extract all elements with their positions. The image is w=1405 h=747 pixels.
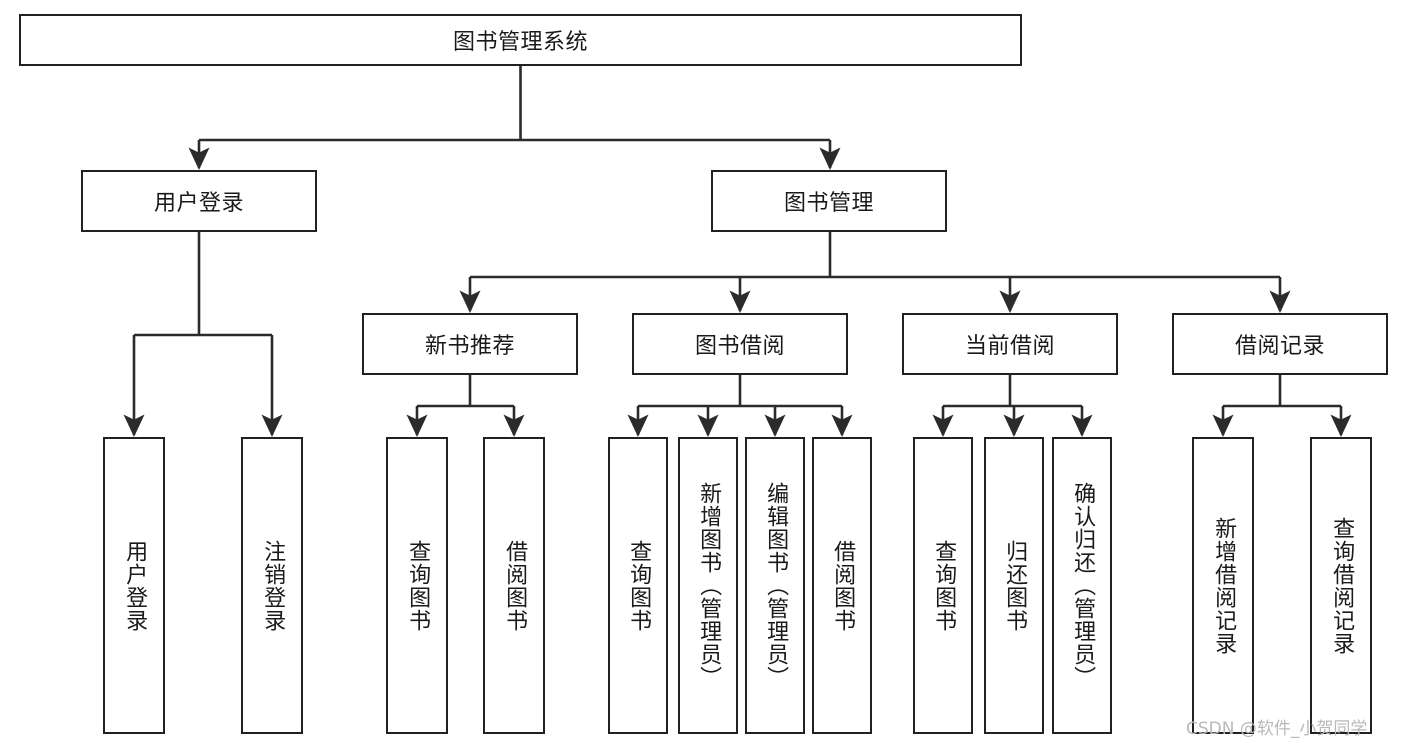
node-label: 归还图书 [1002,539,1028,632]
node-cb-return-book[interactable]: 归还图书 [984,437,1044,734]
node-label: 图书管理系统 [452,30,588,55]
node-label: 用户登录 [153,191,244,216]
node-cb-confirm-return[interactable]: 确认归还（管理员） [1052,437,1112,734]
node-label: 借阅图书 [830,539,856,632]
node-user-login-action[interactable]: 用户登录 [103,437,165,734]
csdn-watermark: CSDN @软件_小贺同学 [1186,719,1368,739]
node-label: 查询图书 [626,539,652,632]
node-label: 用户登录 [122,539,148,632]
node-label: 借阅图书 [502,539,528,632]
node-user-logout-action[interactable]: 注销登录 [241,437,303,734]
node-label: 注销登录 [260,539,286,632]
node-book-management[interactable]: 图书管理 [711,170,947,232]
node-borrow-records[interactable]: 借阅记录 [1172,313,1388,375]
node-label: 借阅记录 [1234,334,1325,359]
node-bb-query-book[interactable]: 查询图书 [608,437,668,734]
node-label: 新书推荐 [424,334,515,359]
node-br-add-record[interactable]: 新增借阅记录 [1192,437,1254,734]
node-label: 图书管理 [783,191,874,216]
node-label: 查询借阅记录 [1329,516,1355,655]
node-bb-borrow-book[interactable]: 借阅图书 [812,437,872,734]
node-label: 图书借阅 [694,334,785,359]
node-user-login[interactable]: 用户登录 [81,170,317,232]
node-bb-add-book[interactable]: 新增图书（管理员） [678,437,738,734]
node-br-query-record[interactable]: 查询借阅记录 [1310,437,1372,734]
node-label: 确认归还（管理员） [1070,482,1096,689]
node-root-system[interactable]: 图书管理系统 [19,14,1022,66]
node-label: 查询图书 [405,539,431,632]
node-label: 编辑图书（管理员） [763,482,789,689]
node-label: 查询图书 [931,539,957,632]
node-current-borrow[interactable]: 当前借阅 [902,313,1118,375]
node-label: 当前借阅 [964,334,1055,359]
node-label: 新增借阅记录 [1211,516,1237,655]
node-new-book-recommend[interactable]: 新书推荐 [362,313,578,375]
node-cb-query-book[interactable]: 查询图书 [913,437,973,734]
node-book-borrow[interactable]: 图书借阅 [632,313,848,375]
node-bb-edit-book[interactable]: 编辑图书（管理员） [745,437,805,734]
node-nb-borrow-book[interactable]: 借阅图书 [483,437,545,734]
node-nb-query-book[interactable]: 查询图书 [386,437,448,734]
node-label: 新增图书（管理员） [696,482,722,689]
